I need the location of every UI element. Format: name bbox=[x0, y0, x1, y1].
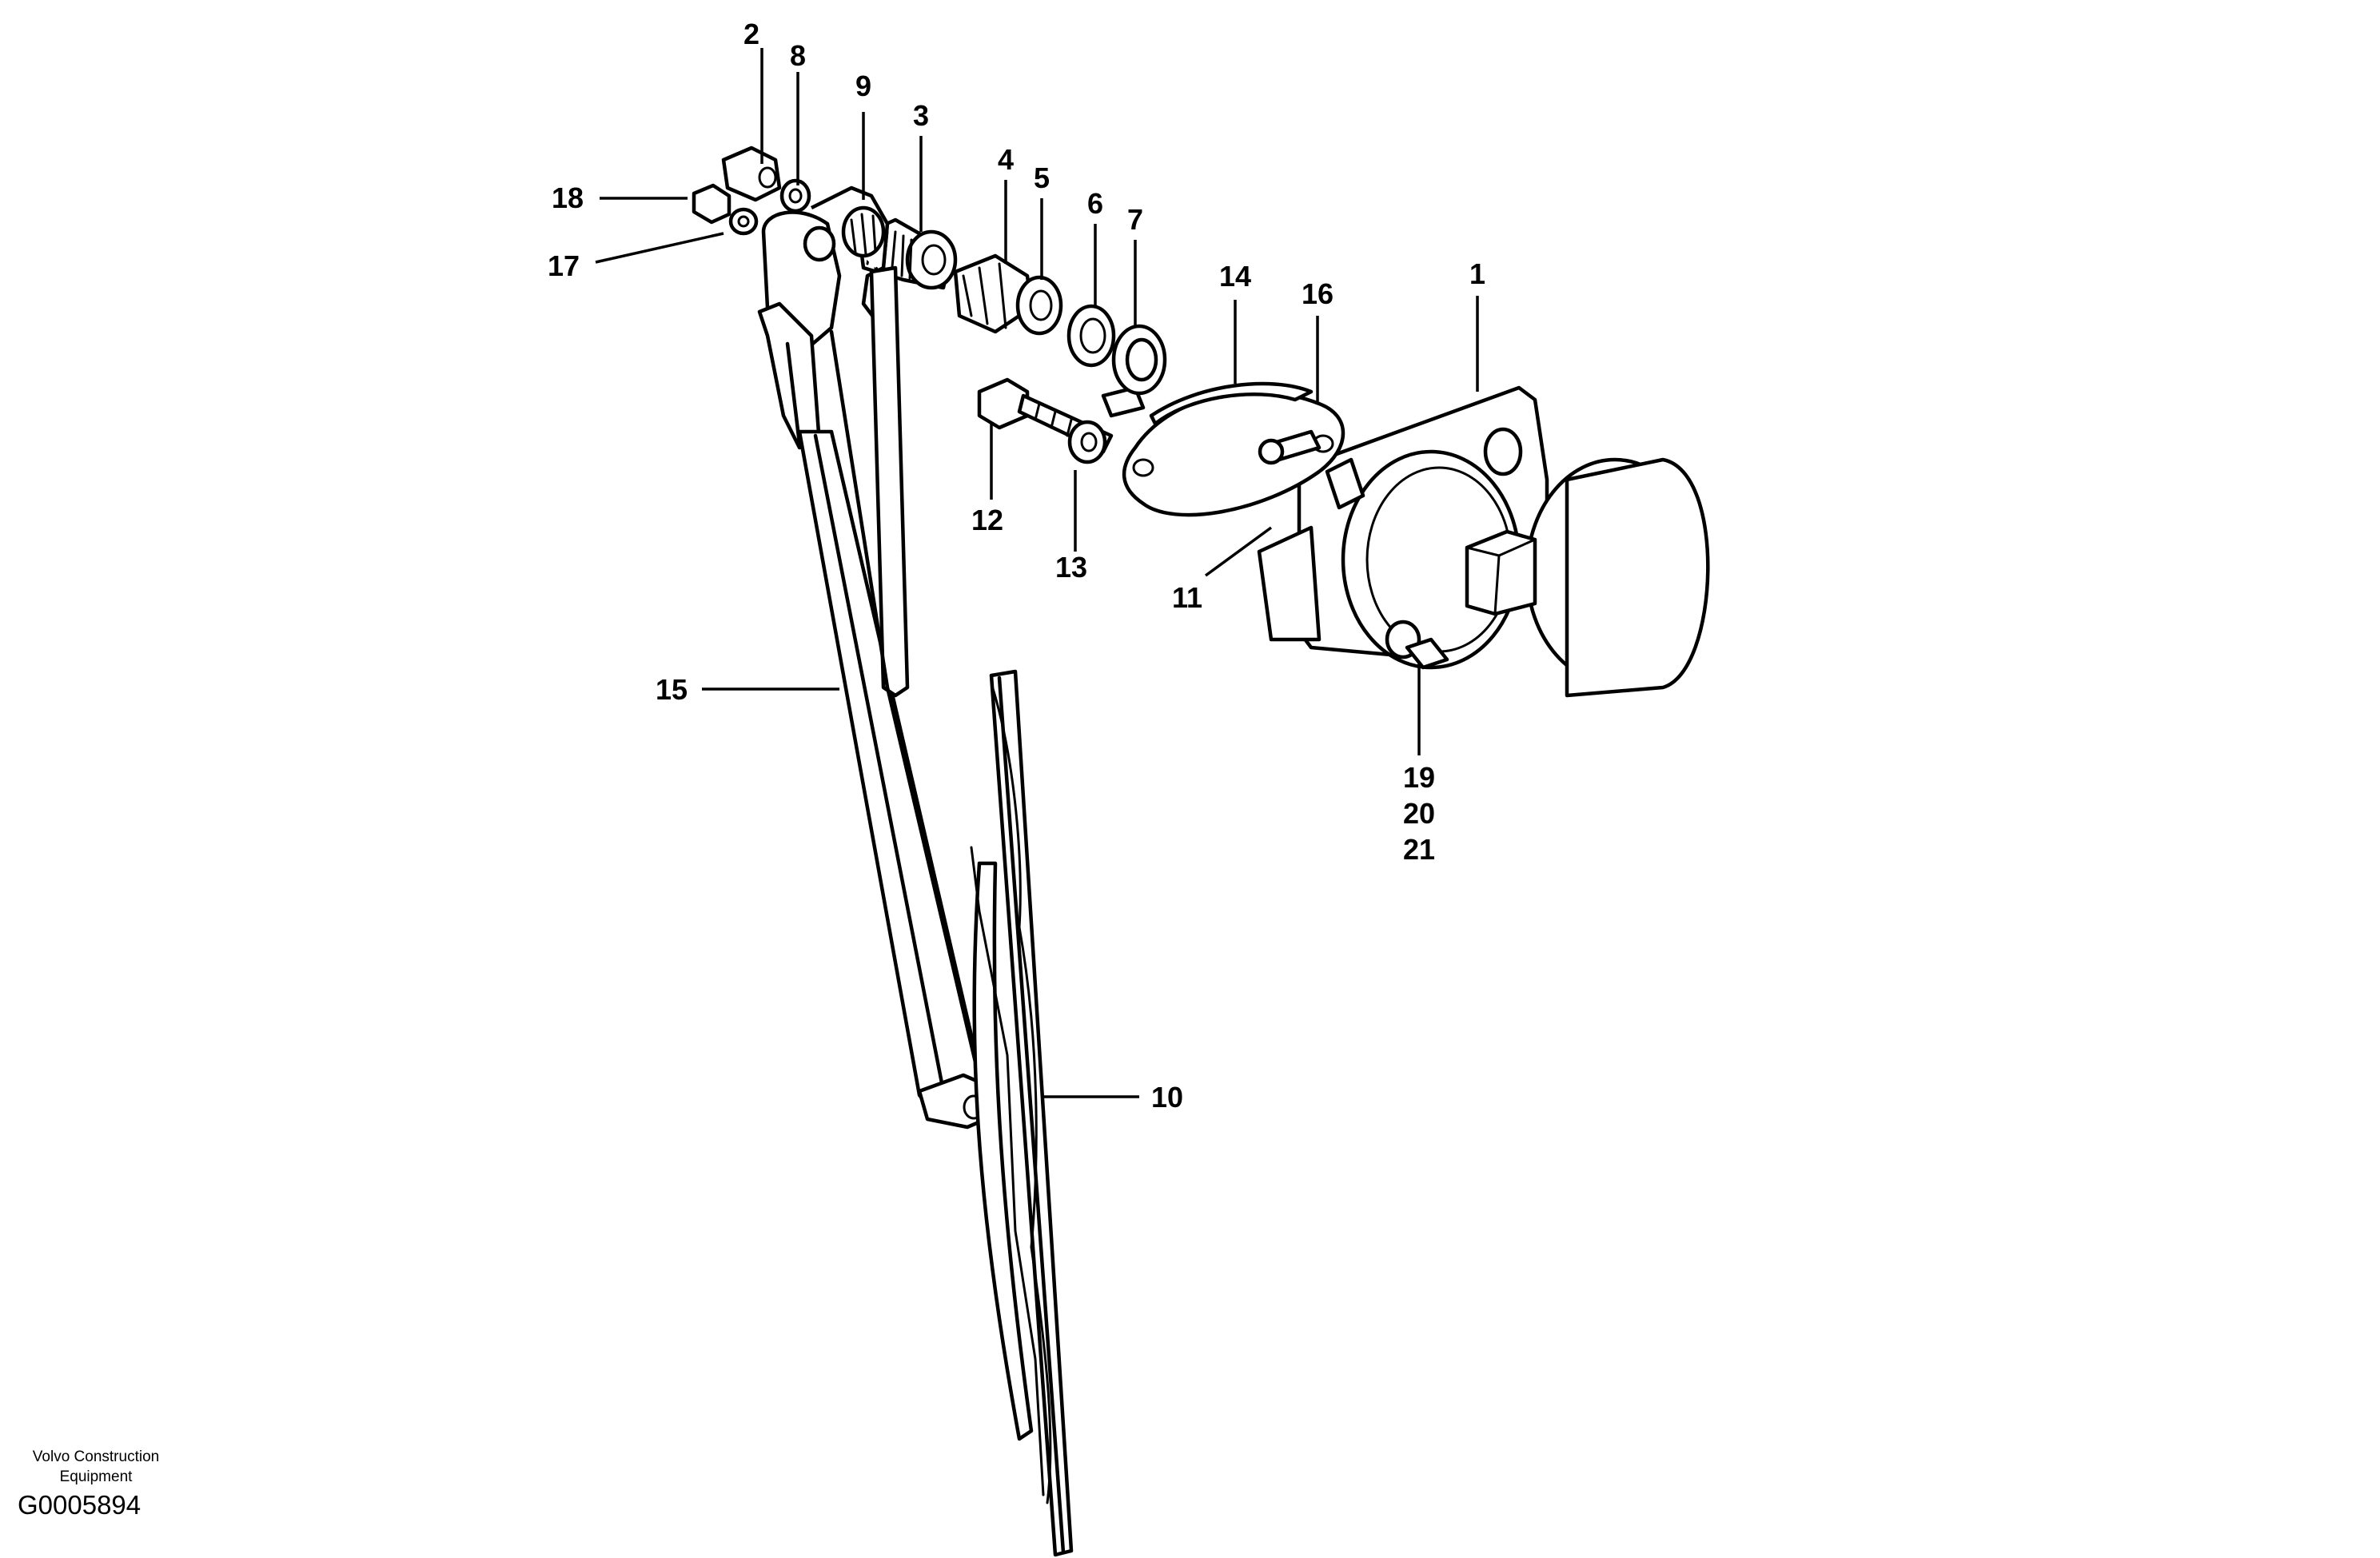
nuts-and-washers bbox=[692, 145, 811, 236]
callout-14: 14 bbox=[1219, 260, 1251, 293]
spindle-bushing-stack bbox=[953, 253, 1167, 396]
callout-7: 7 bbox=[1127, 203, 1143, 236]
callout-21: 21 bbox=[1403, 833, 1435, 866]
callout-20: 20 bbox=[1403, 797, 1435, 830]
callout-18: 18 bbox=[552, 181, 584, 214]
callout-15: 15 bbox=[656, 673, 688, 706]
leader-lines bbox=[595, 48, 1479, 1098]
callout-2: 2 bbox=[744, 18, 759, 50]
callout-11: 11 bbox=[1172, 581, 1202, 614]
callout-6: 6 bbox=[1087, 187, 1103, 220]
bolt-and-washer bbox=[977, 377, 1114, 464]
callout-4: 4 bbox=[998, 143, 1014, 176]
callout-19: 19 bbox=[1403, 761, 1435, 794]
callout-5: 5 bbox=[1034, 161, 1050, 194]
wiper-motor bbox=[1257, 385, 1710, 698]
callout-17: 17 bbox=[548, 249, 580, 282]
callout-3: 3 bbox=[913, 99, 929, 132]
gasket-plate bbox=[1101, 381, 1345, 517]
callout-12: 12 bbox=[971, 504, 1003, 536]
callout-9: 9 bbox=[855, 70, 871, 102]
callout-10: 10 bbox=[1151, 1081, 1183, 1114]
callout-8: 8 bbox=[790, 39, 806, 72]
wiper-blade bbox=[970, 669, 1074, 1557]
callout-13: 13 bbox=[1055, 551, 1087, 584]
wiper-arm bbox=[757, 185, 998, 1130]
manufacturer-line-2: Equipment bbox=[59, 1468, 133, 1485]
manufacturer-caption: Volvo Construction Equipment bbox=[8, 1447, 184, 1487]
callout-16: 16 bbox=[1302, 277, 1334, 310]
callout-labels: 2 8 9 3 4 5 6 7 14 16 1 18 17 12 13 11 1… bbox=[548, 18, 1485, 1114]
callout-1: 1 bbox=[1469, 257, 1485, 290]
drawing-code: G0005894 bbox=[18, 1490, 142, 1520]
manufacturer-line-1: Volvo Construction bbox=[32, 1448, 160, 1465]
